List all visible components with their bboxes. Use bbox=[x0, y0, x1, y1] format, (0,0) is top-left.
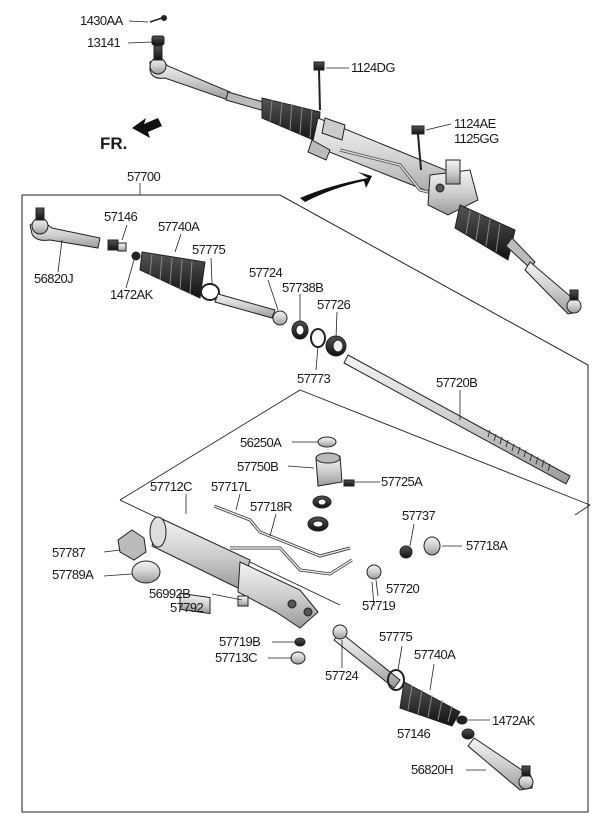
part-label-57775-upper: 57775 bbox=[192, 242, 226, 257]
part-label-57719: 57719 bbox=[362, 598, 396, 613]
part-label-56820H: 56820H bbox=[411, 762, 454, 777]
part-label-56250A: 56250A bbox=[240, 435, 282, 450]
part-label-57750B: 57750B bbox=[237, 459, 279, 474]
part-label-57700: 57700 bbox=[127, 169, 161, 184]
part-label-57718A: 57718A bbox=[466, 538, 508, 553]
rack-teeth bbox=[487, 429, 551, 472]
part-label-57717L: 57717L bbox=[211, 479, 251, 494]
part-label-1430AA: 1430AA bbox=[80, 13, 123, 28]
part-label-56820J: 56820J bbox=[34, 271, 74, 286]
boot-57740A-lower bbox=[399, 681, 461, 727]
assembled-steering-gear bbox=[149, 15, 582, 315]
part-label-57146-upper: 57146 bbox=[104, 209, 138, 224]
part-label-57726: 57726 bbox=[317, 297, 351, 312]
part-label-1124AE: 1124AE bbox=[454, 116, 496, 131]
part-label-57792: 57792 bbox=[170, 600, 204, 615]
part-label-57720B: 57720B bbox=[436, 375, 478, 390]
part-label-1472AK-upper: 1472AK bbox=[110, 287, 153, 302]
part-label-57775-lower: 57775 bbox=[379, 629, 413, 644]
front-direction-label: FR. bbox=[100, 134, 128, 153]
front-direction-arrow bbox=[132, 118, 162, 138]
part-label-57740A-upper: 57740A bbox=[158, 219, 200, 234]
part-label-57719B: 57719B bbox=[219, 634, 261, 649]
part-label-1124DG: 1124DG bbox=[351, 60, 395, 75]
part-label-57737: 57737 bbox=[402, 508, 436, 523]
right-boot-top bbox=[454, 204, 516, 261]
part-label-57720: 57720 bbox=[386, 581, 420, 596]
leader-lines bbox=[57, 20, 490, 771]
assembly-arrow bbox=[300, 172, 372, 202]
part-label-1472AK-lower: 1472AK bbox=[492, 713, 535, 728]
exploded-lower-row bbox=[332, 624, 534, 791]
boot-57740A-upper bbox=[139, 251, 206, 299]
part-label-57787: 57787 bbox=[52, 545, 86, 560]
part-label-57712C: 57712C bbox=[150, 479, 193, 494]
exploded-view-frame bbox=[21, 194, 589, 813]
part-label-57713C: 57713C bbox=[215, 650, 258, 665]
part-label-57740A-lower: 57740A bbox=[414, 647, 456, 662]
part-label-57789A: 57789A bbox=[52, 567, 94, 582]
part-label-56992B: 56992B bbox=[149, 586, 191, 601]
exploded-housing-group bbox=[117, 436, 441, 665]
part-label-57738B: 57738B bbox=[282, 280, 324, 295]
exploded-upper-row bbox=[29, 207, 571, 485]
part-label-1125GG: 1125GG bbox=[454, 131, 499, 146]
part-label-57146-lower: 57146 bbox=[397, 726, 431, 741]
part-label-57724-lower: 57724 bbox=[325, 668, 359, 683]
part-label-57724-upper: 57724 bbox=[249, 265, 283, 280]
part-label-13141: 13141 bbox=[87, 35, 121, 50]
part-label-57718R: 57718R bbox=[250, 499, 293, 514]
part-label-57773: 57773 bbox=[297, 371, 331, 386]
part-label-57725A: 57725A bbox=[381, 474, 423, 489]
